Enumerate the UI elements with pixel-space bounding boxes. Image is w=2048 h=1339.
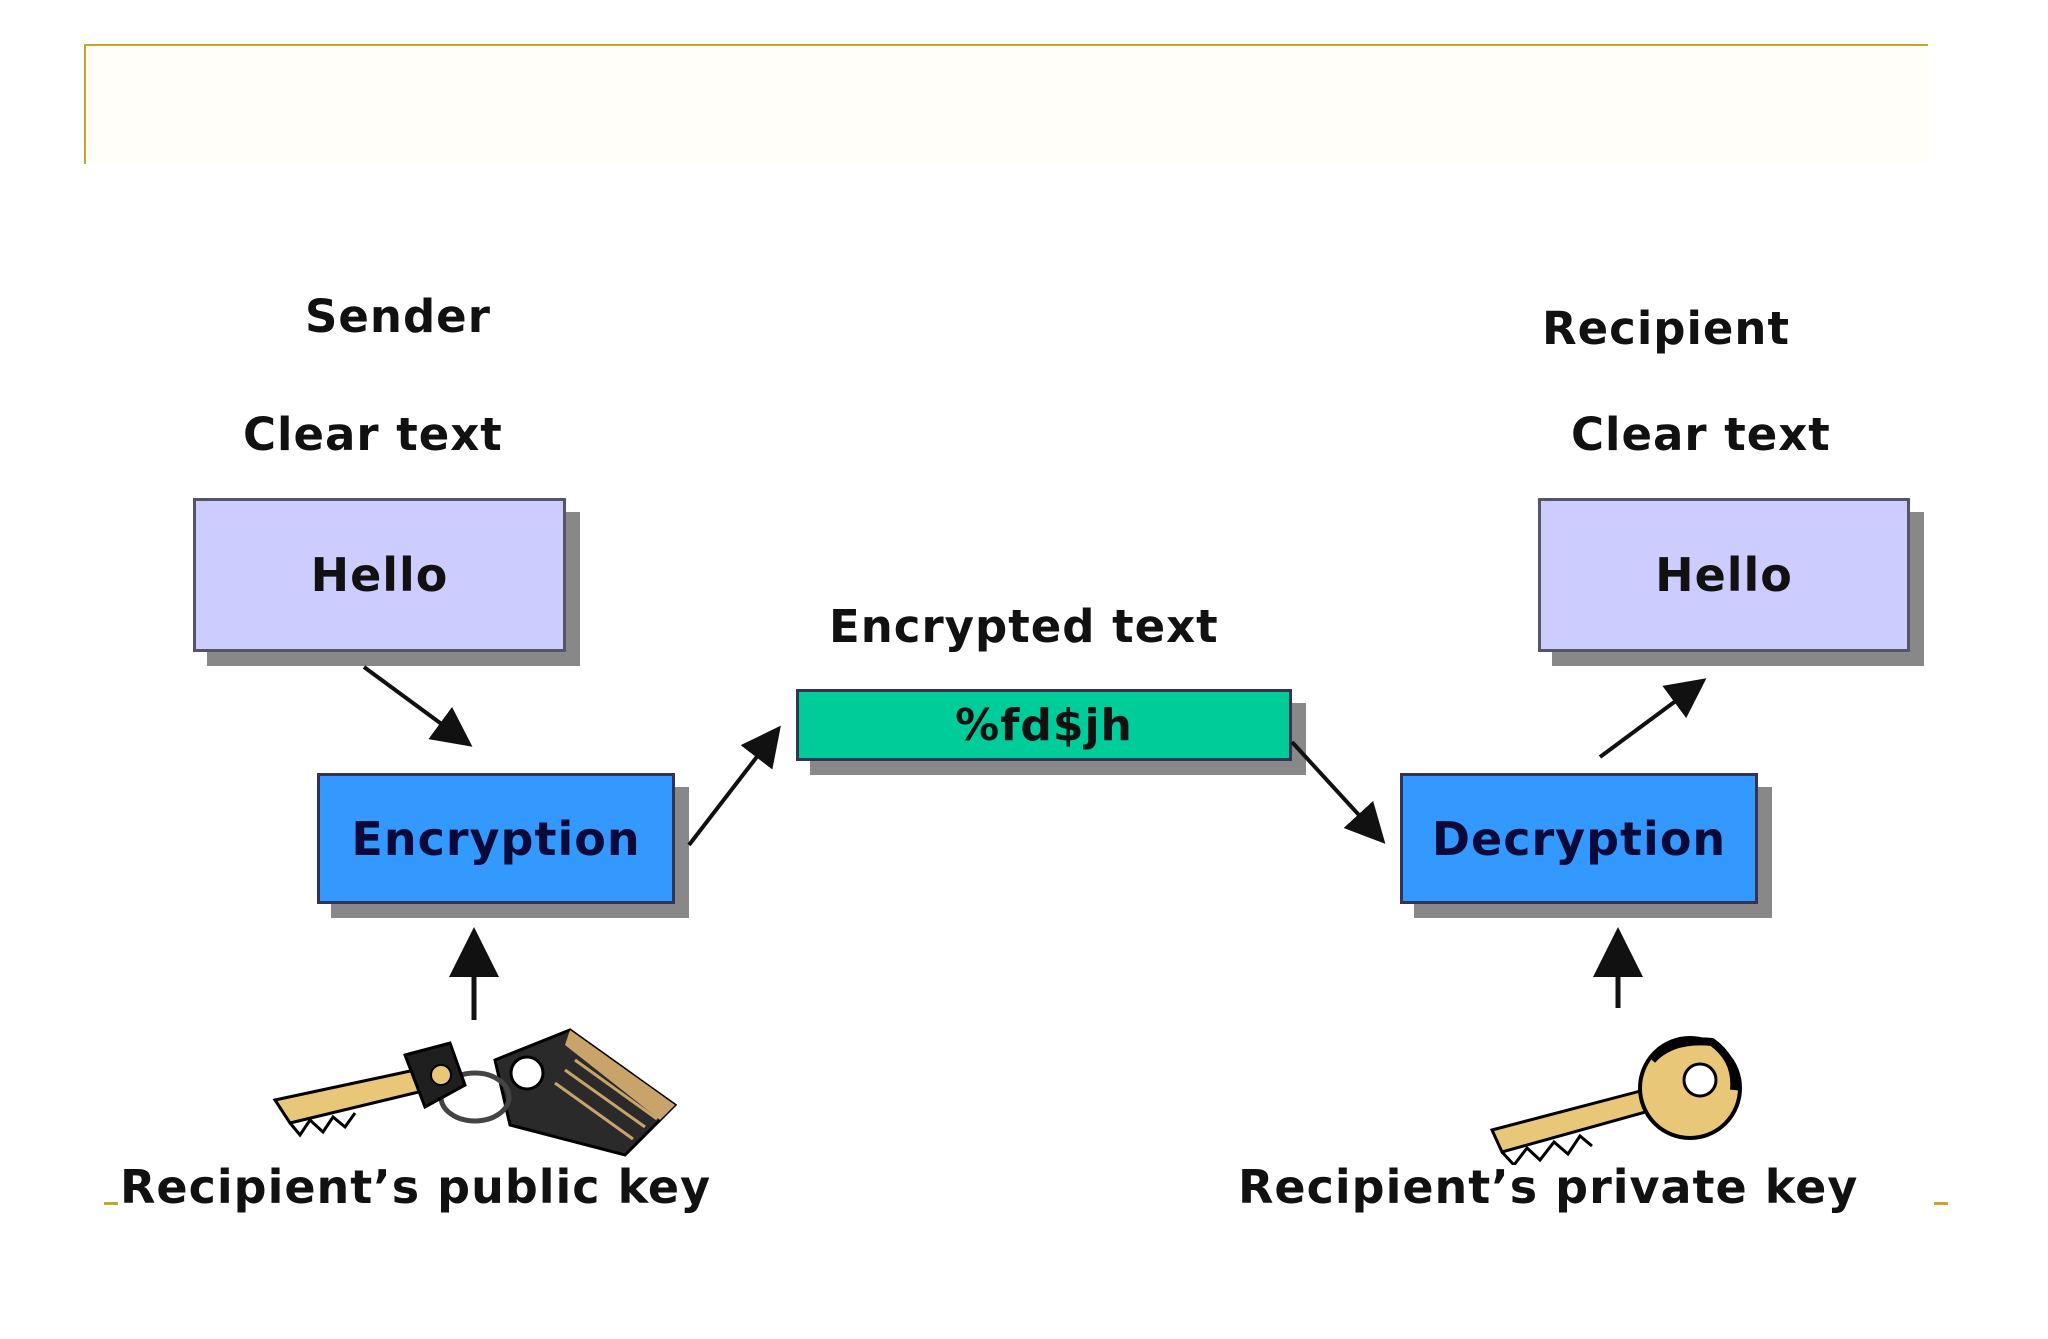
- recipient-clear-text-box: Hello: [1538, 498, 1910, 652]
- frame-tick-right: [1934, 1202, 1948, 1205]
- title-area: [86, 46, 1928, 164]
- arrow-encryption-to-cipher: [687, 725, 781, 847]
- frame-left-rule: [84, 44, 86, 164]
- frame-top-rule: [84, 44, 1928, 46]
- encrypted-text-box: %fd$jh: [796, 689, 1292, 761]
- encryption-box: Encryption: [317, 773, 675, 904]
- private-key-caption: Recipient’s private key: [1238, 1160, 1859, 1214]
- decryption-box: Decryption: [1400, 773, 1758, 904]
- key-icon: [1489, 1036, 1742, 1165]
- sender-heading: Sender: [305, 290, 491, 343]
- key-ring-icon: [272, 1028, 678, 1157]
- encrypted-text-label: Encrypted text: [829, 600, 1219, 653]
- arrow-clear-to-encryption: [362, 665, 473, 747]
- public-key-caption: Recipient’s public key: [120, 1160, 712, 1214]
- frame-tick-left: [104, 1202, 118, 1205]
- arrow-cipher-to-decryption: [1290, 740, 1386, 844]
- recipient-heading: Recipient: [1542, 302, 1790, 355]
- recipient-clear-text-label: Clear text: [1571, 408, 1831, 461]
- arrow-decryption-to-clear: [1598, 678, 1707, 759]
- sender-clear-text-label: Clear text: [243, 408, 503, 461]
- sender-clear-text-box: Hello: [193, 498, 566, 652]
